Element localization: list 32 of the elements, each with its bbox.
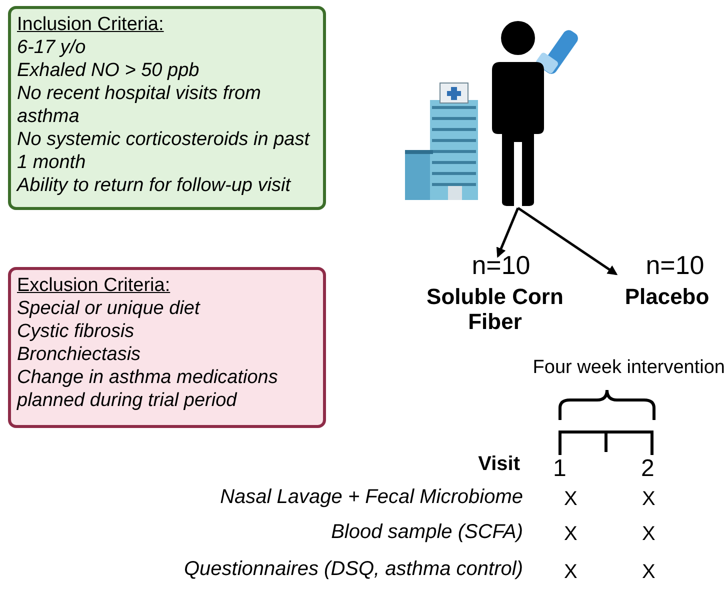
arrow xyxy=(496,208,520,258)
criteria-item: No recent hospital visits from asthma xyxy=(17,82,262,128)
x-mark: X xyxy=(564,560,578,584)
x-mark: X xyxy=(642,560,656,584)
criteria-item: Exhaled NO > 50 ppb xyxy=(17,59,200,82)
visit-number: 1 xyxy=(553,457,566,481)
criteria-item: Change in asthma medications planned during trial period xyxy=(17,366,279,412)
criteria-item: Special or unique diet xyxy=(17,297,202,320)
criteria-item: Ability to return for follow-up visit xyxy=(17,174,292,197)
x-mark: X xyxy=(642,522,656,546)
criteria-heading: Exclusion Criteria: xyxy=(17,274,172,297)
arrow xyxy=(517,206,618,276)
criteria-item: Bronchiectasis xyxy=(17,343,142,366)
criteria-box xyxy=(8,6,326,210)
sample-size: n=10 xyxy=(472,250,530,280)
interval-label: Four week intervention xyxy=(532,356,725,380)
group-name: Placebo xyxy=(624,284,710,309)
group-name: Soluble Corn Fiber xyxy=(426,284,564,334)
visit-number: 2 xyxy=(641,457,654,481)
measure-label: Questionnaires (DSQ, asthma control) xyxy=(184,557,523,581)
criteria-heading: Inclusion Criteria: xyxy=(17,13,165,36)
sample-size: n=10 xyxy=(646,250,704,280)
criteria-item: Cystic fibrosis xyxy=(17,320,136,343)
x-mark: X xyxy=(564,522,578,546)
x-mark: X xyxy=(642,487,656,511)
criteria-box xyxy=(8,267,326,428)
measure-label: Nasal Lavage + Fecal Microbiome xyxy=(220,485,523,509)
x-mark: X xyxy=(564,487,578,511)
criteria-item: No systemic corticosteroids in past 1 month xyxy=(17,128,312,174)
column-header: Visit xyxy=(478,452,520,476)
measure-label: Blood sample (SCFA) xyxy=(331,520,523,544)
criteria-item: 6-17 y/o xyxy=(17,36,87,59)
